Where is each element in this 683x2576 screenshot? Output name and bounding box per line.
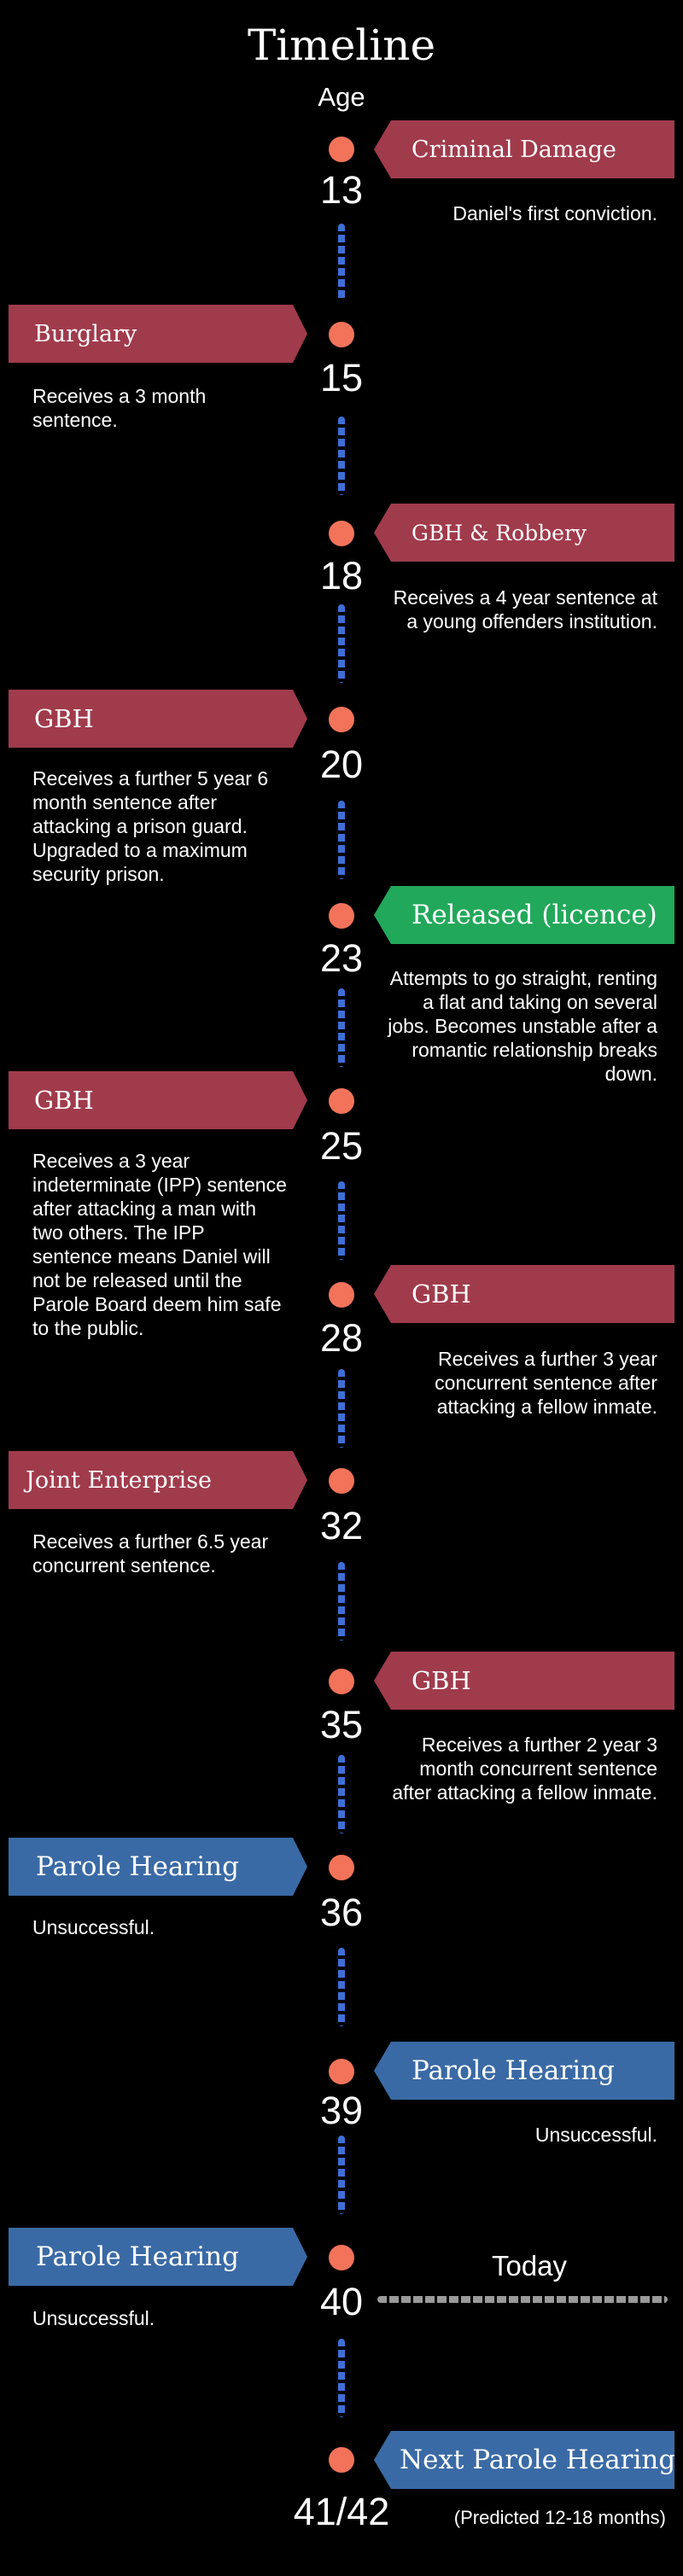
event-banner: Joint Enterprise: [9, 1451, 307, 1509]
event-description: Receives a further 3 year concurrent sen…: [435, 1348, 657, 1418]
event-banner: Criminal Damage: [374, 120, 674, 178]
event-description: Unsuccessful.: [534, 2124, 657, 2146]
event-label: Parole Hearing: [36, 2241, 239, 2272]
event-description: Unsuccessful.: [32, 1916, 155, 1938]
event-age: 41/42: [293, 2490, 390, 2533]
event-banner: Parole Hearing: [9, 1838, 307, 1896]
event-description: Receives a further 6.5 year concurrent s…: [32, 1530, 269, 1576]
timeline-connector: [338, 224, 345, 300]
event-age: 23: [319, 936, 364, 980]
event-banner: Parole Hearing: [374, 2042, 674, 2100]
event-age: 13: [319, 168, 364, 212]
event-banner: Parole Hearing: [9, 2228, 307, 2286]
event-banner: GBH: [9, 1071, 307, 1129]
event-description: Receives a further 5 year 6 month senten…: [32, 767, 269, 885]
today-marker-line: [377, 2296, 668, 2303]
event-description: (Predicted 12-18 months): [453, 2507, 666, 2528]
event-age: 40: [319, 2280, 364, 2323]
milestone-dot: [329, 2059, 354, 2084]
milestone-dot: [329, 903, 354, 929]
event-label: Criminal Damage: [412, 136, 616, 163]
milestone-dot: [329, 1468, 354, 1494]
milestone-dot: [329, 1088, 354, 1114]
event-age: 18: [319, 554, 364, 597]
event-label: GBH: [34, 704, 94, 733]
milestone-dot: [329, 322, 354, 347]
milestone-dot: [329, 707, 354, 732]
event-age: 25: [319, 1124, 364, 1168]
timeline-connector: [338, 1369, 345, 1448]
event-age: 39: [319, 2089, 364, 2132]
event-description: Receives a 3 year indeterminate (IPP) se…: [32, 1150, 287, 1339]
page-title: Timeline: [247, 20, 436, 70]
milestone-dot: [329, 2245, 354, 2270]
event-label: GBH: [412, 1279, 471, 1308]
milestone-dot: [329, 1669, 354, 1694]
timeline-connector: [338, 1755, 345, 1833]
event-label: GBH: [34, 1086, 94, 1115]
timeline-connector: [338, 604, 345, 683]
milestone-dot: [329, 137, 354, 162]
event-label: Next Parole Hearing: [400, 2445, 676, 2475]
event-banner: Released (licence): [374, 886, 674, 944]
milestone-dot: [329, 1855, 354, 1880]
event-banner: GBH: [374, 1265, 674, 1323]
event-banner: Next Parole Hearing: [374, 2431, 674, 2489]
today-label: Today: [491, 2250, 568, 2282]
event-age: 36: [319, 1891, 364, 1934]
event-age: 15: [319, 356, 364, 399]
milestone-dot: [329, 521, 354, 546]
event-label: GBH: [412, 1666, 471, 1695]
event-age: 35: [319, 1703, 364, 1746]
event-description: Unsuccessful.: [32, 2307, 155, 2329]
milestone-dot: [329, 1282, 354, 1308]
age-axis-label: Age: [318, 82, 365, 112]
event-age: 28: [319, 1316, 364, 1360]
timeline-connector: [338, 1948, 345, 2026]
event-description: Receives a 4 year sentence at a young of…: [393, 586, 657, 632]
timeline-connector: [338, 801, 345, 879]
event-label: Parole Hearing: [412, 2055, 615, 2086]
timeline-connector: [338, 1181, 345, 1260]
event-description: Attempts to go straight, renting a flat …: [388, 967, 657, 1085]
event-banner: GBH: [374, 1652, 674, 1710]
event-label: Parole Hearing: [36, 1851, 239, 1882]
timeline-connector: [338, 2136, 345, 2214]
event-age: 20: [319, 743, 364, 786]
event-description: Daniel's first conviction.: [452, 202, 657, 224]
event-description: Receives a 3 month sentence.: [32, 385, 207, 431]
event-label: Joint Enterprise: [26, 1466, 213, 1494]
timeline-connector: [338, 988, 345, 1067]
event-label: Released (licence): [412, 900, 657, 930]
event-age: 32: [319, 1504, 364, 1547]
event-banner: Burglary: [9, 305, 307, 363]
event-banner: GBH & Robbery: [374, 504, 674, 562]
timeline-connector: [338, 417, 345, 495]
timeline-connector: [338, 1562, 345, 1641]
milestone-dot: [329, 2447, 354, 2473]
timeline-connector: [338, 2339, 345, 2417]
event-label: Burglary: [34, 320, 137, 347]
event-label: GBH & Robbery: [412, 520, 587, 545]
event-description: Receives a further 2 year 3 month concur…: [392, 1734, 657, 1804]
event-banner: GBH: [9, 690, 307, 748]
